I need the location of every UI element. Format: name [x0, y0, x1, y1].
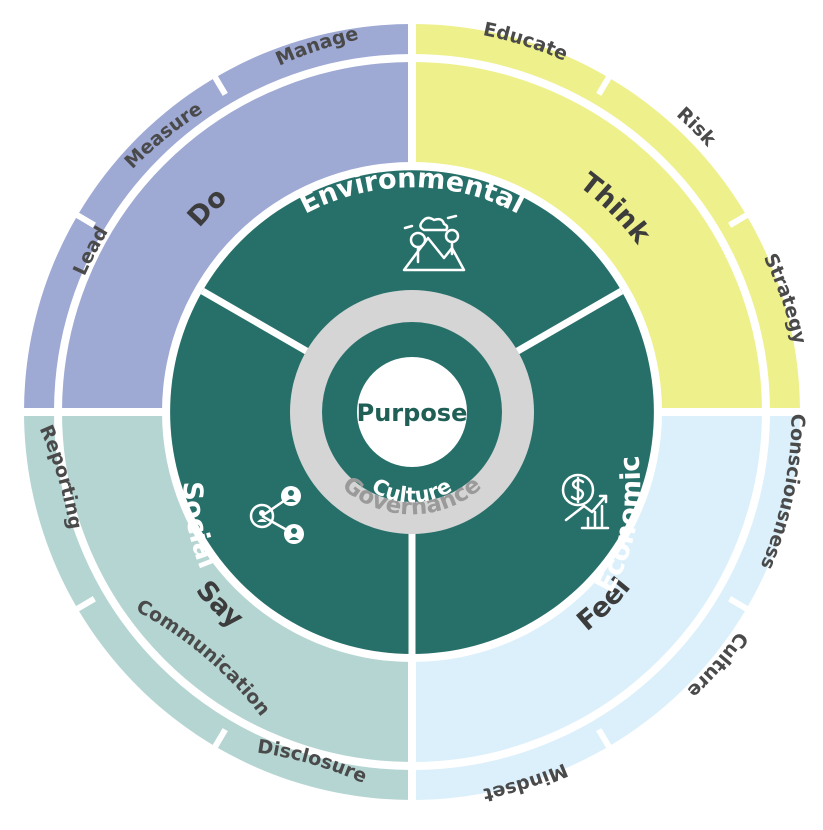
outer-segment-separators — [74, 74, 750, 750]
network-people-icon — [249, 486, 304, 544]
landscape-icon — [402, 214, 466, 272]
purpose-label: Purpose — [357, 399, 468, 427]
purpose-center — [357, 357, 467, 467]
money-growth-icon — [561, 473, 610, 530]
